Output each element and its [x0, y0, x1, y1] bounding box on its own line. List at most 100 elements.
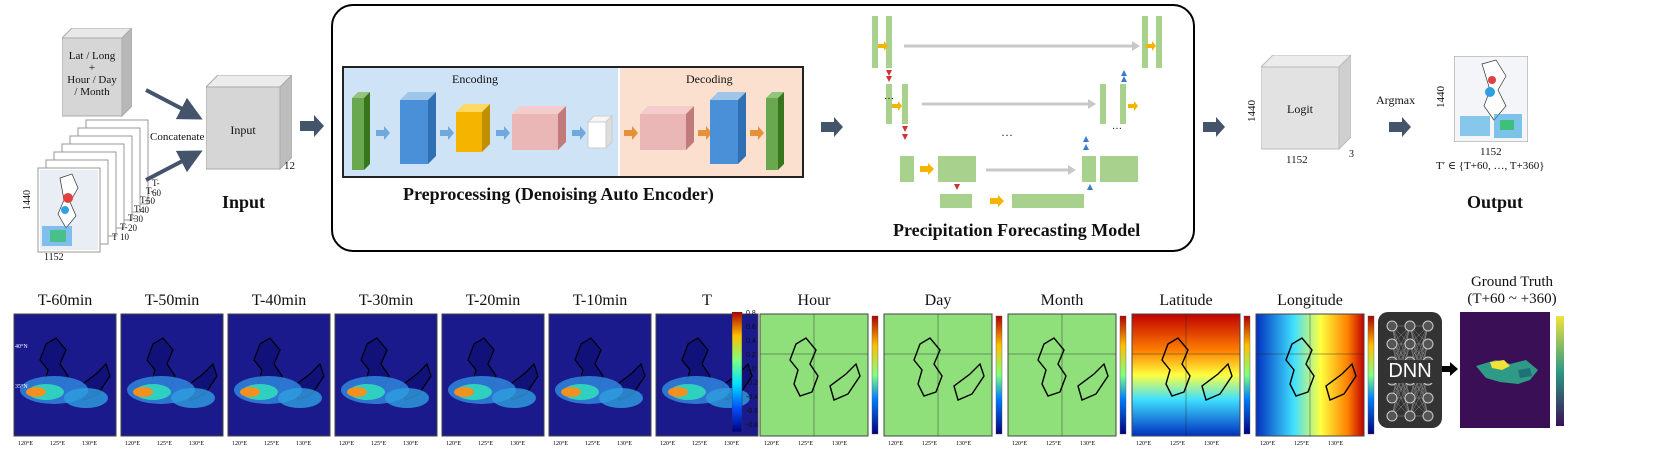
input-caption: Input: [222, 192, 266, 212]
lon-tick: 120°E: [125, 440, 140, 447]
lon-tick: 125°E: [1294, 440, 1309, 447]
meta-panel-title: Hour: [797, 292, 831, 309]
dnn-edge: [1409, 325, 1429, 363]
dnn-label: DNN: [1378, 360, 1442, 383]
forecasting-caption: Precipitation Forecasting Model: [893, 220, 1141, 240]
precip-panel-title: T-20min: [465, 292, 521, 309]
lon-tick: 120°E: [660, 440, 675, 447]
precip-rain-east: [278, 388, 322, 408]
meta-coast: [1285, 337, 1357, 401]
dnn-node: [1386, 338, 1398, 350]
precip-panel-title: T: [702, 292, 712, 309]
logit-label: Logit: [1287, 102, 1313, 116]
lon-tick: 125°E: [50, 440, 65, 447]
meta-panel-title: Day: [924, 292, 952, 309]
precip-rain-peak: [347, 387, 367, 397]
lat-tick: 35°N: [15, 383, 28, 390]
lon-tick: 120°E: [446, 440, 461, 447]
precip-rain-east: [385, 388, 429, 408]
lon-tick: 120°E: [1260, 440, 1275, 447]
precip-rain-east: [492, 388, 536, 408]
dnn-node: [1404, 392, 1416, 404]
dnn-node: [1386, 320, 1398, 332]
stack-label-t30: T-30: [134, 204, 143, 224]
concatenate-label: Concatenate: [150, 131, 205, 143]
output-map: [1454, 56, 1528, 142]
input-channels: 12: [284, 160, 295, 172]
dec-block-2: [710, 92, 746, 164]
lon-tick: 130°E: [189, 440, 204, 447]
precip-colorbar-tick: -0.2: [746, 380, 759, 387]
meta-coast: [1037, 337, 1109, 401]
lon-tick: 130°E: [832, 440, 847, 447]
unet-ellipsis-right: …: [1112, 121, 1122, 132]
meta-line-1: Lat / Long: [68, 50, 116, 62]
unet-ellipsis-mid: …: [1001, 125, 1013, 139]
lon-tick: 125°E: [798, 440, 813, 447]
stack-label-t60: T-60: [152, 178, 161, 198]
precip-rain-peak: [454, 387, 474, 397]
stack-label-t: T: [112, 232, 118, 242]
precip-rain-peak: [561, 387, 581, 397]
arrow-argmax: [1389, 117, 1411, 137]
lon-tick: 125°E: [922, 440, 937, 447]
dnn-node: [1404, 338, 1416, 350]
meta-panel: 120°E 125°E 130°E: [759, 313, 879, 447]
precip-rain-peak: [668, 387, 688, 397]
dnn-edge: [1409, 379, 1429, 417]
meta-panel-title: Longitude: [1277, 292, 1343, 309]
logit-width: 1152: [1286, 154, 1308, 166]
precip-colorbar-tick: -0.4: [746, 394, 759, 401]
enc-block-4: [512, 106, 566, 150]
enc-block-5: [586, 114, 614, 150]
logit-cube: [1261, 55, 1351, 151]
decoding-label: Decoding: [686, 72, 733, 86]
lon-tick: 120°E: [18, 440, 33, 447]
lon-tick: 125°E: [585, 440, 600, 447]
encoding-label: Encoding: [452, 72, 498, 86]
dnn-node: [1386, 410, 1398, 422]
ground-truth-line1: Ground Truth: [1470, 274, 1554, 290]
lon-tick: 120°E: [232, 440, 247, 447]
lon-tick: 130°E: [1080, 440, 1095, 447]
meta-panel-title: Latitude: [1159, 292, 1213, 309]
unet-diagram: [872, 16, 1162, 208]
lon-tick: 120°E: [339, 440, 354, 447]
precip-rain-peak: [133, 387, 153, 397]
lon-tick: 120°E: [1136, 440, 1151, 447]
dnn-node: [1422, 410, 1434, 422]
lon-tick: 120°E: [764, 440, 779, 447]
output-height: 1440: [1435, 86, 1447, 108]
meta-cube-shape: [60, 26, 134, 118]
lon-tick: 125°E: [692, 440, 707, 447]
stack-height: 1440: [22, 190, 33, 210]
model-box: [331, 4, 1195, 252]
arrow-to-model: [300, 115, 324, 137]
precip-colorbar-tick: 0.2: [746, 352, 756, 359]
lon-tick: 130°E: [510, 440, 525, 447]
stack-label-t10: T-10: [120, 222, 129, 242]
lat-tick: 40°N: [15, 343, 28, 350]
dnn-node: [1422, 320, 1434, 332]
precip-rain-east: [599, 388, 643, 408]
unet-ellipsis-left: …: [884, 91, 894, 102]
dec-block-3: [766, 92, 784, 170]
meta-line-4: / Month: [74, 86, 110, 98]
precip-rain-east: [64, 388, 108, 408]
precip-rain-peak: [240, 387, 260, 397]
autoencoder-blocks: [352, 92, 784, 170]
meta-colorbar: [1367, 315, 1375, 435]
output-width: 1152: [1480, 146, 1502, 158]
dnn-node: [1404, 320, 1416, 332]
dnn-node: [1422, 392, 1434, 404]
